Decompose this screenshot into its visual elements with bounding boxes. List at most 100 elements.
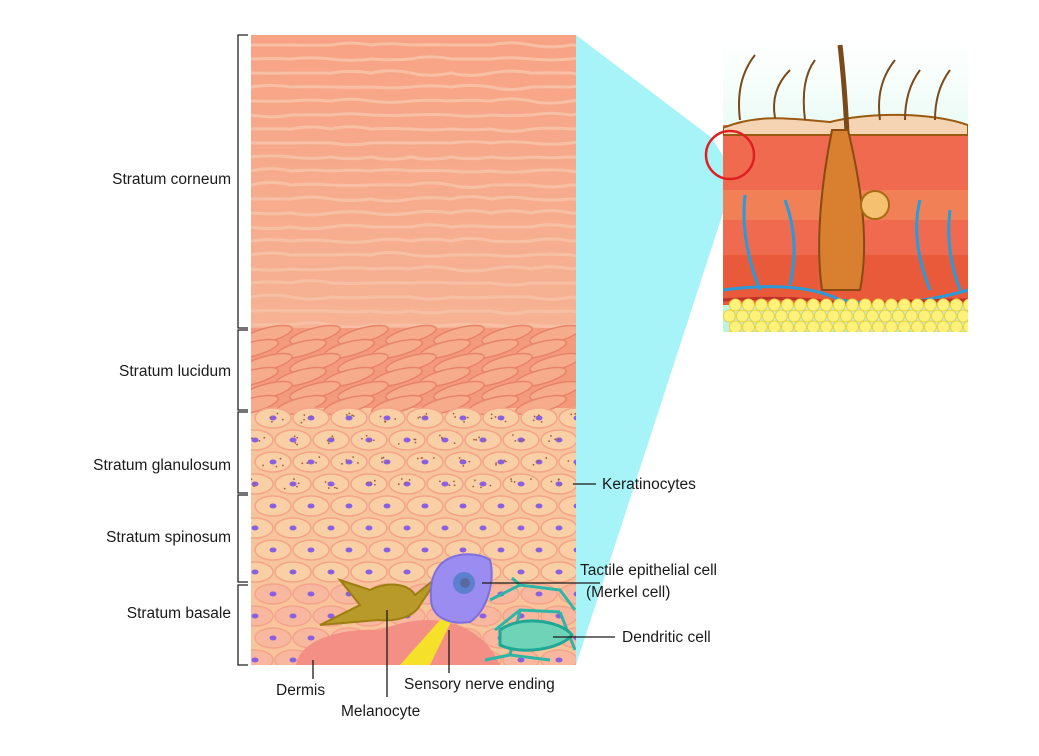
cell-nucleus bbox=[289, 525, 297, 531]
fat-cell bbox=[949, 320, 963, 332]
cell-nucleus bbox=[479, 613, 487, 619]
cell-nucleus bbox=[403, 525, 411, 531]
corneum-scale-line bbox=[251, 111, 576, 119]
cell-nucleus bbox=[497, 547, 505, 553]
fat-cell bbox=[741, 320, 755, 332]
cell-nucleus bbox=[251, 569, 259, 575]
cell-nucleus bbox=[573, 503, 576, 509]
fat-cell bbox=[852, 309, 866, 323]
corneum-scale-line bbox=[251, 69, 576, 77]
callout-lines bbox=[312, 483, 615, 697]
cell-nucleus bbox=[535, 591, 543, 597]
fat-cell bbox=[761, 309, 775, 323]
layer-bracket bbox=[237, 494, 248, 583]
fat-cell bbox=[830, 331, 836, 332]
cell-nucleus bbox=[345, 415, 353, 421]
cell-nucleus bbox=[535, 503, 543, 509]
skin-inset bbox=[723, 40, 968, 332]
cell-nucleus bbox=[307, 547, 315, 553]
cell-nucleus bbox=[307, 503, 315, 509]
cell-nucleus bbox=[441, 437, 449, 443]
corneum-scale-line bbox=[251, 251, 576, 258]
corneum-scale-line bbox=[251, 97, 576, 105]
fat-cell bbox=[936, 298, 950, 312]
keratinocyte bbox=[251, 605, 274, 627]
cell-nucleus bbox=[479, 437, 487, 443]
keratinocyte bbox=[558, 407, 576, 429]
cell-nucleus bbox=[251, 613, 259, 619]
cell-nucleus bbox=[307, 459, 315, 465]
cell-nucleus bbox=[497, 459, 505, 465]
fat-cell bbox=[869, 331, 875, 332]
keratinocyte bbox=[558, 583, 576, 605]
cell-nucleus bbox=[251, 437, 259, 443]
keratinocyte bbox=[251, 517, 274, 539]
fat-cell bbox=[800, 309, 814, 323]
fat-cell bbox=[748, 309, 762, 323]
fat-cell bbox=[804, 331, 810, 332]
fat-cell bbox=[917, 309, 931, 323]
fat-cell bbox=[943, 309, 957, 323]
cell-nucleus bbox=[269, 591, 277, 597]
label-tactile-cell: Tactile epithelial cell bbox=[580, 562, 717, 579]
corneum-scale-line bbox=[251, 140, 576, 147]
fat-cell bbox=[934, 331, 940, 332]
lucidum-cell bbox=[251, 338, 279, 360]
cell-nucleus bbox=[345, 547, 353, 553]
melanocyte-cell bbox=[319, 574, 441, 626]
cell-nucleus bbox=[535, 415, 543, 421]
corneum-scale-line bbox=[251, 209, 576, 217]
label-merkel-cell: (Merkel cell) bbox=[586, 584, 670, 601]
cell-nucleus bbox=[289, 613, 297, 619]
cell-nucleus bbox=[269, 503, 277, 509]
label-melanocyte: Melanocyte bbox=[341, 703, 420, 720]
fat-cell bbox=[752, 331, 758, 332]
fat-cell bbox=[882, 331, 888, 332]
cell-nucleus bbox=[327, 613, 335, 619]
fat-cell bbox=[923, 320, 937, 332]
zoom-beam bbox=[576, 35, 735, 665]
fat-cell bbox=[891, 309, 905, 323]
cell-nucleus bbox=[441, 481, 449, 487]
fat-cell bbox=[787, 309, 801, 323]
fat-cell bbox=[741, 298, 755, 312]
fat-cell bbox=[765, 331, 771, 332]
fat-cell bbox=[930, 309, 944, 323]
keratinocyte bbox=[251, 429, 274, 451]
cell-nucleus bbox=[479, 481, 487, 487]
cell-nucleus bbox=[269, 635, 277, 641]
fat-cell bbox=[806, 298, 820, 312]
corneum-scale-line bbox=[251, 154, 576, 161]
fat-cell bbox=[962, 320, 968, 332]
fat-cell bbox=[960, 331, 966, 332]
fat-cell bbox=[897, 298, 911, 312]
corneum-scales bbox=[251, 41, 576, 329]
cell-nucleus bbox=[497, 503, 505, 509]
cell-nucleus bbox=[289, 481, 297, 487]
cell-nucleus bbox=[307, 591, 315, 597]
fat-cell bbox=[897, 320, 911, 332]
cell-nucleus bbox=[421, 547, 429, 553]
cell-nucleus bbox=[573, 415, 576, 421]
label-dermis: Dermis bbox=[276, 682, 325, 699]
corneum-scale-line bbox=[251, 167, 576, 174]
fat-cell bbox=[813, 309, 827, 323]
fat-cell bbox=[910, 298, 924, 312]
cell-nucleus bbox=[251, 657, 259, 663]
cell-nucleus bbox=[497, 415, 505, 421]
cell-nucleus bbox=[555, 569, 563, 575]
keratinocyte bbox=[558, 495, 576, 517]
cell-nucleus bbox=[251, 525, 259, 531]
cell-nucleus bbox=[327, 525, 335, 531]
cell-nucleus bbox=[573, 591, 576, 597]
fat-cell bbox=[806, 320, 820, 332]
fat-cell bbox=[778, 331, 784, 332]
fat-cell bbox=[791, 331, 797, 332]
fat-cell bbox=[871, 298, 885, 312]
cell-nucleus bbox=[403, 437, 411, 443]
fat-cell bbox=[739, 331, 745, 332]
fat-cell bbox=[767, 298, 781, 312]
fat-cell bbox=[819, 298, 833, 312]
label-stratum-basale: Stratum basale bbox=[127, 605, 231, 622]
